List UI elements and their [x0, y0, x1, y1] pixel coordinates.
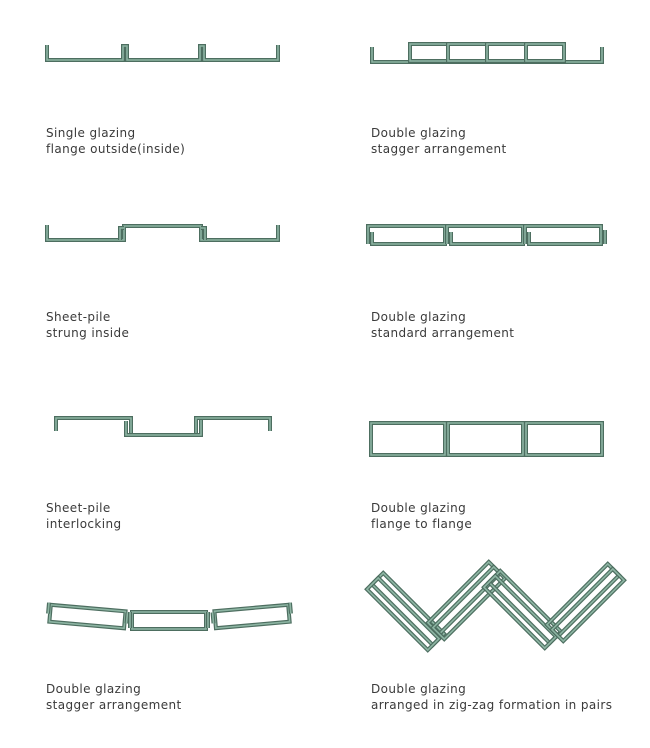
profile-highlight	[46, 225, 279, 241]
glass-profile	[446, 421, 525, 457]
profile-highlight	[447, 43, 488, 62]
profile-highlight	[524, 225, 602, 245]
glass-profile	[446, 42, 489, 63]
profile-highlight	[486, 43, 527, 62]
profile-highlight	[446, 225, 524, 245]
profile-highlight	[447, 422, 524, 456]
caption-double-glazing-stagger: Double glazing stagger arrangement	[371, 125, 507, 157]
glass-profile	[443, 437, 528, 441]
profile-highlight	[365, 576, 441, 652]
glass-profile	[54, 416, 133, 433]
caption-double-glazing-flange-to-flange: Double glazing flange to flange	[371, 500, 472, 532]
caption-line-1: Double glazing	[371, 501, 467, 515]
profile-highlight	[195, 417, 271, 433]
caption-line-1: Single glazing	[46, 126, 136, 140]
profile-highlight	[409, 43, 449, 62]
caption-double-glazing-zigzag: Double glazing arranged in zig-zag forma…	[371, 681, 612, 713]
glass-profile	[128, 612, 210, 628]
caption-line-2: flange outside(inside)	[46, 142, 186, 156]
caption-sheet-pile-strung-inside: Sheet-pile strung inside	[46, 309, 129, 341]
caption-line-1: Double glazing	[371, 310, 467, 324]
glass-profile	[408, 42, 450, 63]
caption-line-2: standard arrangement	[371, 326, 515, 340]
glass-profile	[130, 610, 208, 631]
profile-highlight	[482, 574, 558, 650]
profile-highlight	[525, 422, 603, 456]
caption-double-glazing-stagger-curved: Double glazing stagger arrangement	[46, 681, 182, 713]
caption-line-2: strung inside	[46, 326, 130, 340]
caption-line-2: flange to flange	[371, 517, 473, 531]
glass-profile	[369, 421, 447, 457]
diagram-double-glazing-stagger-curved	[46, 602, 293, 631]
caption-line-1: Double glazing	[371, 126, 467, 140]
caption-line-1: Sheet-pile	[46, 501, 111, 515]
caption-single-glazing-flange-outside: Single glazing flange outside(inside)	[46, 125, 185, 157]
glass-profile	[366, 224, 447, 246]
glass-profile	[524, 421, 604, 457]
diagram-single-glazing-flange-outside	[45, 44, 280, 62]
glass-profile	[445, 224, 525, 246]
profile-highlight	[55, 417, 132, 433]
caption-line-1: Double glazing	[371, 682, 467, 696]
profile-highlight	[525, 43, 565, 62]
caption-line-1: Sheet-pile	[46, 310, 111, 324]
profile-highlight	[46, 45, 279, 61]
profile-highlight	[367, 225, 446, 245]
diagram-double-glazing-standard	[366, 224, 607, 246]
glass-profile	[45, 224, 280, 242]
glass-profile	[124, 420, 203, 437]
caption-line-1: Double glazing	[46, 682, 142, 696]
profile-highlight	[211, 602, 292, 624]
caption-line-2: interlocking	[46, 517, 122, 531]
caption-line-2: stagger arrangement	[371, 142, 507, 156]
glass-profile	[523, 224, 603, 246]
profile-highlight	[48, 603, 127, 630]
profile-highlight	[444, 437, 527, 441]
profile-highlight	[131, 611, 207, 630]
glass-profile	[45, 44, 280, 62]
profile-highlight	[370, 422, 446, 456]
glass-profile	[194, 416, 272, 433]
glass-profile	[485, 42, 528, 63]
diagram-sheet-pile-strung-inside	[45, 224, 280, 242]
caption-sheet-pile-interlocking: Sheet-pile interlocking	[46, 500, 122, 532]
diagram-sheet-pile-interlocking	[54, 416, 272, 437]
glass-profile	[524, 42, 566, 63]
caption-double-glazing-standard: Double glazing standard arrangement	[371, 309, 514, 341]
caption-line-2: arranged in zig-zag formation in pairs	[371, 698, 613, 712]
profile-highlight	[125, 420, 202, 436]
diagram-double-glazing-flange-to-flange	[369, 421, 604, 457]
profile-highlight	[119, 227, 124, 240]
profile-highlight	[201, 227, 206, 240]
diagram-double-glazing-zigzag	[364, 559, 627, 653]
profile-highlight	[47, 602, 129, 624]
profile-highlight	[129, 612, 209, 628]
caption-line-2: stagger arrangement	[46, 698, 182, 712]
diagram-double-glazing-stagger	[370, 42, 604, 64]
profile-highlight	[550, 567, 626, 643]
